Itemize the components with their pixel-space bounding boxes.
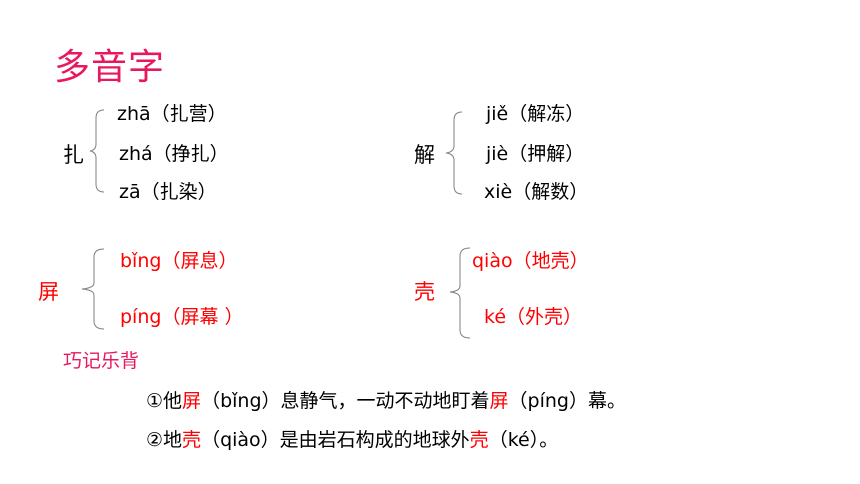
reading-item: zā（扎染） (119, 181, 217, 203)
sentence-text: （píng）幕。 (508, 390, 626, 412)
highlight-char: 壳 (469, 429, 489, 451)
reading-item: zhá（挣扎） (119, 143, 229, 165)
sentence-text: （qiào）是由岩石构成的地球外 (201, 429, 470, 451)
reading-item: xiè（解数） (484, 181, 589, 203)
sentence-text: ②地 (146, 429, 183, 451)
reading-item: qiào（地壳） (472, 250, 589, 272)
brace-icon (81, 248, 105, 330)
reading-item: ké（外壳） (484, 306, 583, 328)
reading-item: zhā（扎营） (117, 103, 227, 125)
polyphone-char: 解 (414, 143, 435, 167)
highlight-char: 屏 (182, 390, 202, 412)
brace-icon (89, 109, 105, 193)
example-sentence: ②地壳（qiào）是由岩石构成的地球外壳（ké）。 (146, 425, 558, 452)
page-title: 多音字 (54, 47, 166, 88)
sentence-text: （bǐng）息静气，一动不动地盯着 (201, 390, 490, 412)
reading-item: bǐng（屏息） (120, 250, 238, 272)
brace-icon (445, 111, 463, 195)
polyphone-char: 屏 (38, 280, 59, 304)
sentence-text: （ké）。 (488, 429, 559, 451)
polyphone-char: 扎 (63, 143, 84, 167)
example-sentence: ①他屏（bǐng）息静气，一动不动地盯着屏（píng）幕。 (146, 386, 626, 413)
highlight-char: 屏 (489, 390, 509, 412)
reading-item: jiè（押解） (486, 143, 585, 165)
polyphone-char: 壳 (414, 280, 435, 304)
mnemonic-label: 巧记乐背 (63, 350, 140, 372)
reading-item: jiě（解冻） (486, 103, 585, 125)
highlight-char: 壳 (182, 429, 202, 451)
brace-icon (449, 247, 471, 339)
sentence-text: ①他 (146, 390, 183, 412)
reading-item: píng（屏幕 ） (120, 306, 244, 328)
